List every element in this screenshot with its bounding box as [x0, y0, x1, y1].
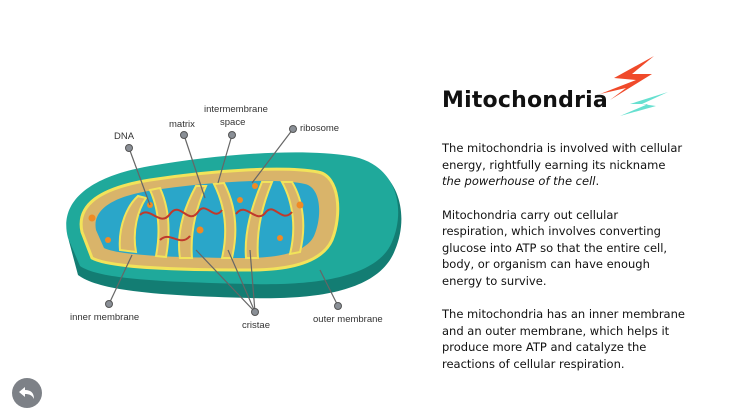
- mitochondria-diagram: intermembrane space matrix DNA ribosome …: [66, 104, 402, 331]
- page-title: Mitochondria: [442, 88, 608, 113]
- label-intermembrane: intermembrane: [204, 104, 268, 115]
- paragraph-1-end: .: [595, 174, 600, 188]
- paragraph-2: Mitochondria carry out cellular respirat…: [442, 207, 668, 288]
- description: The mitochondria is involved with cellul…: [442, 140, 687, 389]
- back-arrow-icon: [19, 387, 34, 399]
- paragraph-3: The mitochondria has an inner membrane a…: [442, 307, 685, 371]
- granules: [88, 183, 304, 243]
- label-outer-membrane: outer membrane: [313, 314, 383, 325]
- lightning-bolt-icon: [600, 56, 668, 116]
- cristae-folds: [118, 181, 305, 259]
- leader-dots: [105, 125, 342, 316]
- paragraph-1: The mitochondria is involved with cellul…: [442, 140, 687, 190]
- back-button[interactable]: [12, 378, 42, 408]
- dna-strands: [139, 207, 293, 242]
- mitochondria-illustration: [66, 125, 402, 316]
- leader-lines: [108, 128, 339, 313]
- label-matrix: matrix: [169, 119, 195, 130]
- label-intermembrane-space: space: [220, 117, 246, 128]
- paragraph-1-text: The mitochondria is involved with cellul…: [442, 141, 683, 172]
- label-dna: DNA: [114, 131, 135, 142]
- label-cristae: cristae: [242, 320, 270, 331]
- label-inner-membrane: inner membrane: [70, 312, 140, 323]
- label-ribosome: ribosome: [300, 123, 340, 134]
- paragraph-1-emphasis: the powerhouse of the cell: [442, 174, 596, 188]
